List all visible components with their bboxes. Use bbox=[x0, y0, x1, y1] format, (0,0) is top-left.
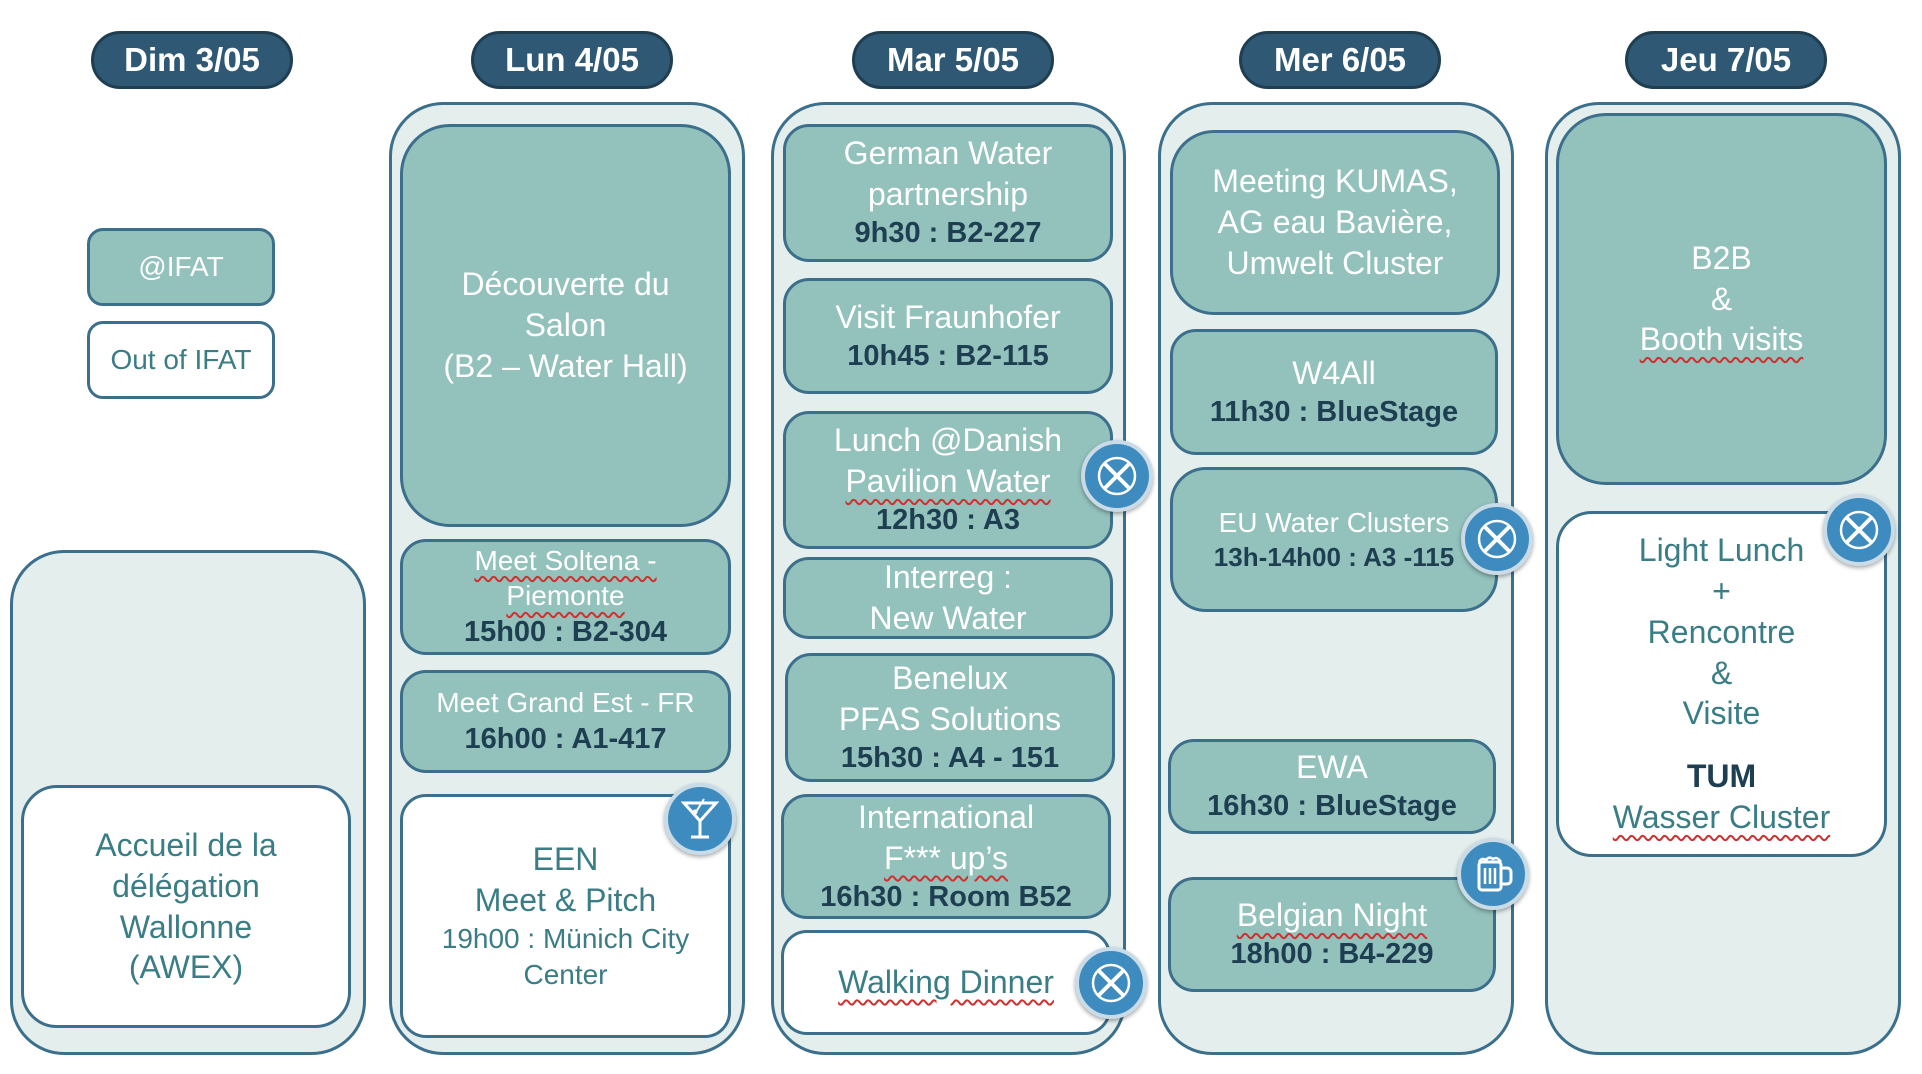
event-visit-fraunhofer: Visit Fraunhofer 10h45 : B2-115 bbox=[783, 278, 1113, 394]
accueil-line-1: Accueil de la bbox=[95, 826, 277, 863]
legend-out-of-ifat: Out of IFAT bbox=[87, 321, 275, 399]
interreg-line-2: New Water bbox=[869, 600, 1027, 636]
een-line-2: Meet & Pitch bbox=[474, 882, 657, 919]
w4all-line-1: W4All bbox=[1292, 354, 1376, 391]
een-line-3: 19h00 : Münich City bbox=[441, 923, 690, 955]
intl-line-1: International bbox=[857, 799, 1035, 835]
benelux-line-2: PFAS Solutions bbox=[838, 700, 1062, 737]
event-meeting-kumas: Meeting KUMAS, AG eau Bavière, Umwelt Cl… bbox=[1170, 130, 1500, 315]
grandest-time: 16h00 : A1-417 bbox=[464, 722, 667, 755]
event-interreg: Interreg : New Water bbox=[783, 557, 1113, 639]
german-line-2: partnership bbox=[867, 176, 1029, 213]
accueil-line-3: Wallonne bbox=[119, 908, 253, 945]
b2b-line-3: Booth visits bbox=[1639, 321, 1804, 358]
lunch-line-4: & bbox=[1710, 654, 1733, 691]
day-header-mon: Lun 4/05 bbox=[471, 31, 673, 89]
event-belgian-night: Belgian Night 18h00 : B4-229 bbox=[1168, 877, 1496, 992]
fraunhofer-line-1: Visit Fraunhofer bbox=[835, 298, 1061, 335]
event-walking-dinner: Walking Dinner bbox=[781, 930, 1111, 1035]
event-international: International F*** up’s 16h30 : Room B52 bbox=[781, 794, 1111, 919]
danish-line-1: Lunch @Danish bbox=[833, 422, 1063, 459]
intl-line-2: F*** up’s bbox=[884, 839, 1008, 876]
event-lunch-danish: Lunch @Danish Pavilion Water 12h30 : A3 bbox=[783, 411, 1113, 549]
event-light-lunch-tum: Light Lunch + Rencontre & Visite TUM Was… bbox=[1556, 511, 1887, 857]
b2b-line-1: B2B bbox=[1691, 239, 1752, 276]
kumas-line-1: Meeting KUMAS, bbox=[1212, 163, 1458, 200]
cocktail-icon bbox=[664, 783, 736, 855]
day-header-sun: Dim 3/05 bbox=[91, 31, 293, 89]
accueil-line-2: délégation bbox=[112, 867, 260, 904]
danish-line-2: Pavilion Water bbox=[845, 463, 1051, 500]
fork-knife-icon bbox=[1081, 440, 1153, 512]
lunch-line-5: Visite bbox=[1682, 695, 1761, 732]
kumas-line-2: AG eau Bavière, bbox=[1217, 204, 1453, 241]
soltena-line-1: Meet Soltena - bbox=[474, 544, 657, 576]
event-german-water: German Water partnership 9h30 : B2-227 bbox=[783, 124, 1113, 262]
fork-knife-icon bbox=[1075, 947, 1147, 1019]
german-time: 9h30 : B2-227 bbox=[854, 217, 1042, 250]
event-eu-water-clusters: EU Water Clusters 13h-14h00 : A3 -115 bbox=[1170, 467, 1498, 612]
lunch-line-7: Wasser Cluster bbox=[1612, 799, 1831, 836]
event-een-meet-pitch: EEN Meet & Pitch 19h00 : Münich City Cen… bbox=[400, 794, 731, 1038]
een-line-4: Center bbox=[523, 958, 608, 990]
soltena-line-2: Piemonte bbox=[506, 580, 625, 612]
soltena-time: 15h00 : B2-304 bbox=[463, 616, 668, 649]
event-w4all: W4All 11h30 : BlueStage bbox=[1170, 329, 1498, 455]
walking-label: Walking Dinner bbox=[838, 964, 1054, 1001]
w4all-time: 11h30 : BlueStage bbox=[1209, 395, 1459, 428]
fraunhofer-time: 10h45 : B2-115 bbox=[847, 339, 1049, 372]
belgian-line-1: Belgian Night bbox=[1236, 897, 1428, 934]
eu-line-1: EU Water Clusters bbox=[1218, 506, 1450, 538]
lunch-line-2: + bbox=[1712, 572, 1731, 609]
interreg-line-1: Interreg : bbox=[883, 559, 1013, 596]
beer-mug-icon bbox=[1457, 838, 1529, 910]
b2b-line-2: & bbox=[1710, 280, 1733, 317]
lunch-line-1: Light Lunch bbox=[1638, 531, 1805, 568]
event-accueil-awex: Accueil de la délégation Wallonne (AWEX) bbox=[21, 785, 351, 1028]
fork-knife-icon bbox=[1461, 503, 1533, 575]
ewa-time: 16h30 : BlueStage bbox=[1207, 790, 1457, 823]
lunch-line-3: Rencontre bbox=[1647, 613, 1796, 650]
event-b2b-booth-visits: B2B & Booth visits bbox=[1556, 113, 1887, 485]
day-header-wed: Mer 6/05 bbox=[1239, 31, 1441, 89]
german-line-1: German Water bbox=[843, 135, 1053, 172]
event-decouverte-salon: Découverte du Salon (B2 – Water Hall) bbox=[400, 124, 731, 527]
event-ewa: EWA 16h30 : BlueStage bbox=[1168, 739, 1496, 834]
event-benelux-pfas: Benelux PFAS Solutions 15h30 : A4 - 151 bbox=[785, 653, 1115, 782]
fork-knife-icon bbox=[1823, 494, 1895, 566]
een-line-1: EEN bbox=[532, 841, 599, 878]
lunch-line-6: TUM bbox=[1686, 758, 1757, 795]
legend-at-ifat-label: @IFAT bbox=[138, 251, 224, 283]
intl-time: 16h30 : Room B52 bbox=[820, 880, 1072, 913]
belgian-time: 18h00 : B4-229 bbox=[1230, 938, 1434, 971]
legend-out-of-ifat-label: Out of IFAT bbox=[110, 344, 252, 376]
benelux-time: 15h30 : A4 - 151 bbox=[840, 741, 1060, 774]
kumas-line-3: Umwelt Cluster bbox=[1226, 244, 1444, 281]
legend-at-ifat: @IFAT bbox=[87, 228, 275, 306]
ewa-line-1: EWA bbox=[1296, 749, 1368, 786]
benelux-line-1: Benelux bbox=[892, 660, 1008, 696]
decouverte-line-3: (B2 – Water Hall) bbox=[443, 347, 688, 384]
danish-time: 12h30 : A3 bbox=[876, 504, 1020, 537]
eu-time: 13h-14h00 : A3 -115 bbox=[1213, 541, 1455, 572]
event-meet-soltena: Meet Soltena - Piemonte 15h00 : B2-304 bbox=[400, 539, 731, 655]
event-meet-grand-est: Meet Grand Est - FR 16h00 : A1-417 bbox=[400, 670, 731, 773]
day-header-tue: Mar 5/05 bbox=[852, 31, 1054, 89]
decouverte-line-1: Découverte du bbox=[461, 266, 670, 303]
accueil-line-4: (AWEX) bbox=[128, 949, 244, 986]
grandest-line-1: Meet Grand Est - FR bbox=[436, 687, 695, 719]
day-header-thu: Jeu 7/05 bbox=[1625, 31, 1827, 89]
decouverte-line-2: Salon bbox=[524, 307, 607, 344]
